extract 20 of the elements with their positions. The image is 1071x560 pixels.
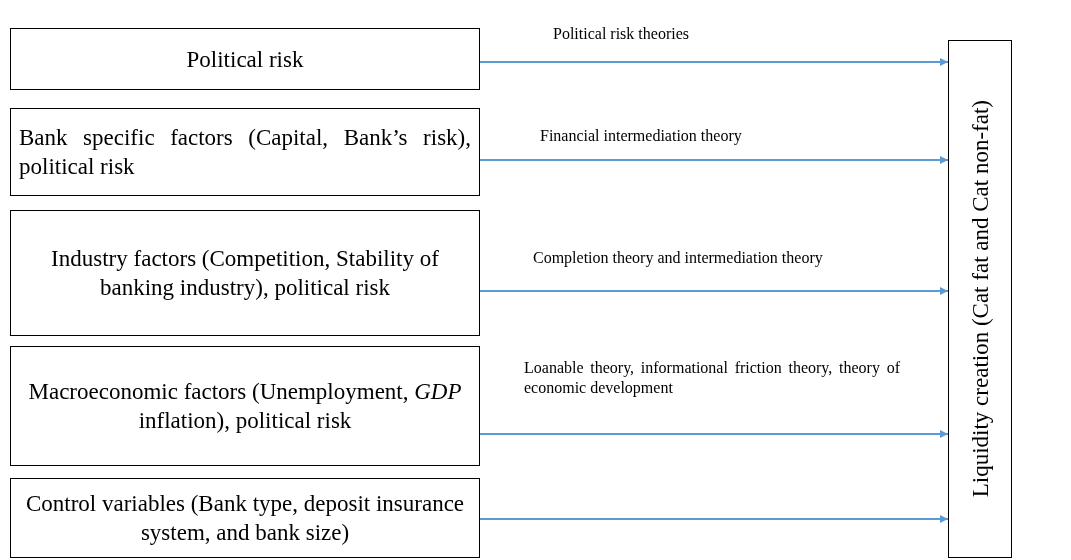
node-label: Industry factors (Competition, Stability of banking industry), political risk — [50, 245, 440, 302]
arrow — [479, 287, 949, 295]
node-label: Political risk — [185, 45, 305, 74]
text-box — [10, 346, 480, 466]
node-label: Liquidity creation (Cat fat and Cat non-fat) — [966, 100, 994, 498]
edge-label: Loanable theory, informational friction theory, theory of economic development — [524, 358, 900, 398]
text-box — [10, 108, 480, 196]
node-label: Bank specific factors (Capital, Bank’s risk), political risk — [18, 124, 472, 181]
node-label: Macroeconomic factors (Unemployment, GDP inflation), political risk — [27, 378, 463, 435]
arrow — [479, 156, 949, 164]
arrow — [479, 430, 949, 438]
text-box — [10, 210, 480, 336]
edge-label: Financial intermediation theory — [540, 126, 742, 146]
arrow — [479, 58, 949, 66]
edge-label: Completion theory and intermediation theory — [533, 248, 823, 268]
arrow — [479, 515, 949, 523]
node-label: Control variables (Bank type, deposit insurance system, and bank size) — [24, 490, 466, 547]
text-box — [10, 478, 480, 558]
text-box — [948, 40, 1012, 558]
text-box — [10, 28, 480, 90]
